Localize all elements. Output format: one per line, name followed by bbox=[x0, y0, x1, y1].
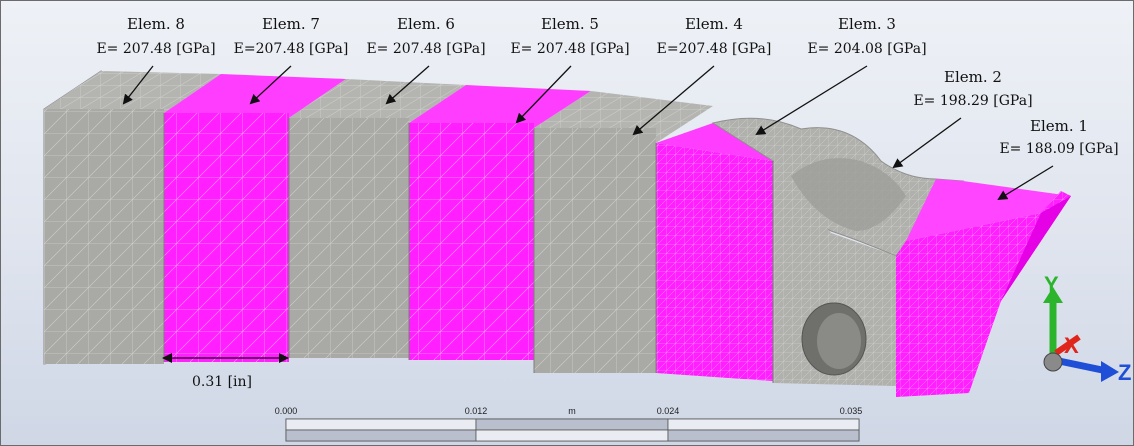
elem-2-arrow bbox=[892, 117, 962, 169]
elem-1-front bbox=[896, 191, 1071, 397]
leader-arrows bbox=[122, 65, 1054, 201]
elem-8-modulus: E= 207.48 [GPa] bbox=[96, 41, 215, 57]
elem-7-modulus: E=207.48 [GPa] bbox=[234, 41, 349, 57]
elem-3-front bbox=[656, 143, 773, 381]
elem-7-front bbox=[164, 113, 289, 362]
dimension-indicator: 0.31 [in] bbox=[162, 353, 289, 390]
z-axis-arrowhead bbox=[1101, 361, 1119, 382]
elem-1-arrow bbox=[997, 165, 1054, 201]
elem-6-top bbox=[289, 79, 466, 123]
elem-7-name: Elem. 7 bbox=[262, 15, 320, 33]
elem-8-front bbox=[44, 109, 164, 364]
elem-1-geometry bbox=[896, 179, 1071, 397]
elem-3-modulus: E= 204.08 [GPa] bbox=[807, 41, 926, 57]
elem-1-top bbox=[906, 179, 1071, 241]
z-axis-label: Z bbox=[1118, 360, 1131, 385]
elem-5-top bbox=[409, 85, 591, 128]
scale-bar: 0.000 0.012 m 0.024 0.035 bbox=[275, 406, 863, 442]
elem-3-name: Elem. 3 bbox=[838, 15, 896, 33]
elem-4-arrow bbox=[632, 65, 715, 136]
elem-2-geometry bbox=[711, 117, 965, 386]
z-axis-arrow bbox=[1058, 357, 1108, 375]
scale-tick-1: 0.012 bbox=[465, 406, 488, 416]
elem-6-modulus: E= 207.48 [GPa] bbox=[366, 41, 485, 57]
elem-8-arrow bbox=[122, 65, 154, 105]
coordinate-triad[interactable]: Y Z X bbox=[1043, 272, 1131, 385]
x-axis-arrow bbox=[1054, 334, 1081, 356]
elem-2-modulus: E= 198.29 [GPa] bbox=[913, 93, 1032, 109]
elem-1-name: Elem. 1 bbox=[1030, 117, 1088, 135]
elem-4-name: Elem. 4 bbox=[685, 15, 743, 33]
x-axis-label: X bbox=[1064, 333, 1079, 358]
elem-6-front bbox=[289, 118, 409, 358]
element-boundaries bbox=[163, 113, 774, 383]
elem-2-name: Elem. 2 bbox=[944, 68, 1002, 86]
scale-unit: m bbox=[568, 406, 576, 416]
elem-4-front bbox=[534, 128, 656, 373]
elem-5-front bbox=[409, 123, 534, 360]
beam-front-surface bbox=[44, 109, 773, 381]
elem-5-arrow bbox=[515, 65, 572, 124]
element-labels: Elem. 8 E= 207.48 [GPa] Elem. 7 E=207.48… bbox=[96, 15, 1118, 157]
elem-7-arrow bbox=[249, 65, 292, 105]
elem-1-modulus: E= 188.09 [GPa] bbox=[999, 141, 1118, 157]
elem-5-name: Elem. 5 bbox=[541, 15, 599, 33]
scale-tick-3: 0.035 bbox=[840, 406, 863, 416]
triad-origin bbox=[1043, 352, 1063, 372]
dimension-label: 0.31 [in] bbox=[192, 374, 252, 390]
y-axis-label: Y bbox=[1044, 272, 1059, 297]
scale-tick-0: 0.000 bbox=[275, 406, 298, 416]
elem-4-modulus: E=207.48 [GPa] bbox=[657, 41, 772, 57]
elem-2-hole-inner bbox=[817, 313, 861, 369]
scale-tick-2: 0.024 bbox=[657, 406, 680, 416]
elem-6-arrow bbox=[385, 65, 430, 105]
elem-5-modulus: E= 207.48 [GPa] bbox=[510, 41, 629, 57]
elem-3-arrow bbox=[755, 65, 868, 136]
y-axis-arrowhead bbox=[1043, 287, 1063, 303]
elem-2-groove bbox=[791, 158, 906, 231]
elem-6-name: Elem. 6 bbox=[397, 15, 455, 33]
elem-8-name: Elem. 8 bbox=[127, 15, 185, 33]
